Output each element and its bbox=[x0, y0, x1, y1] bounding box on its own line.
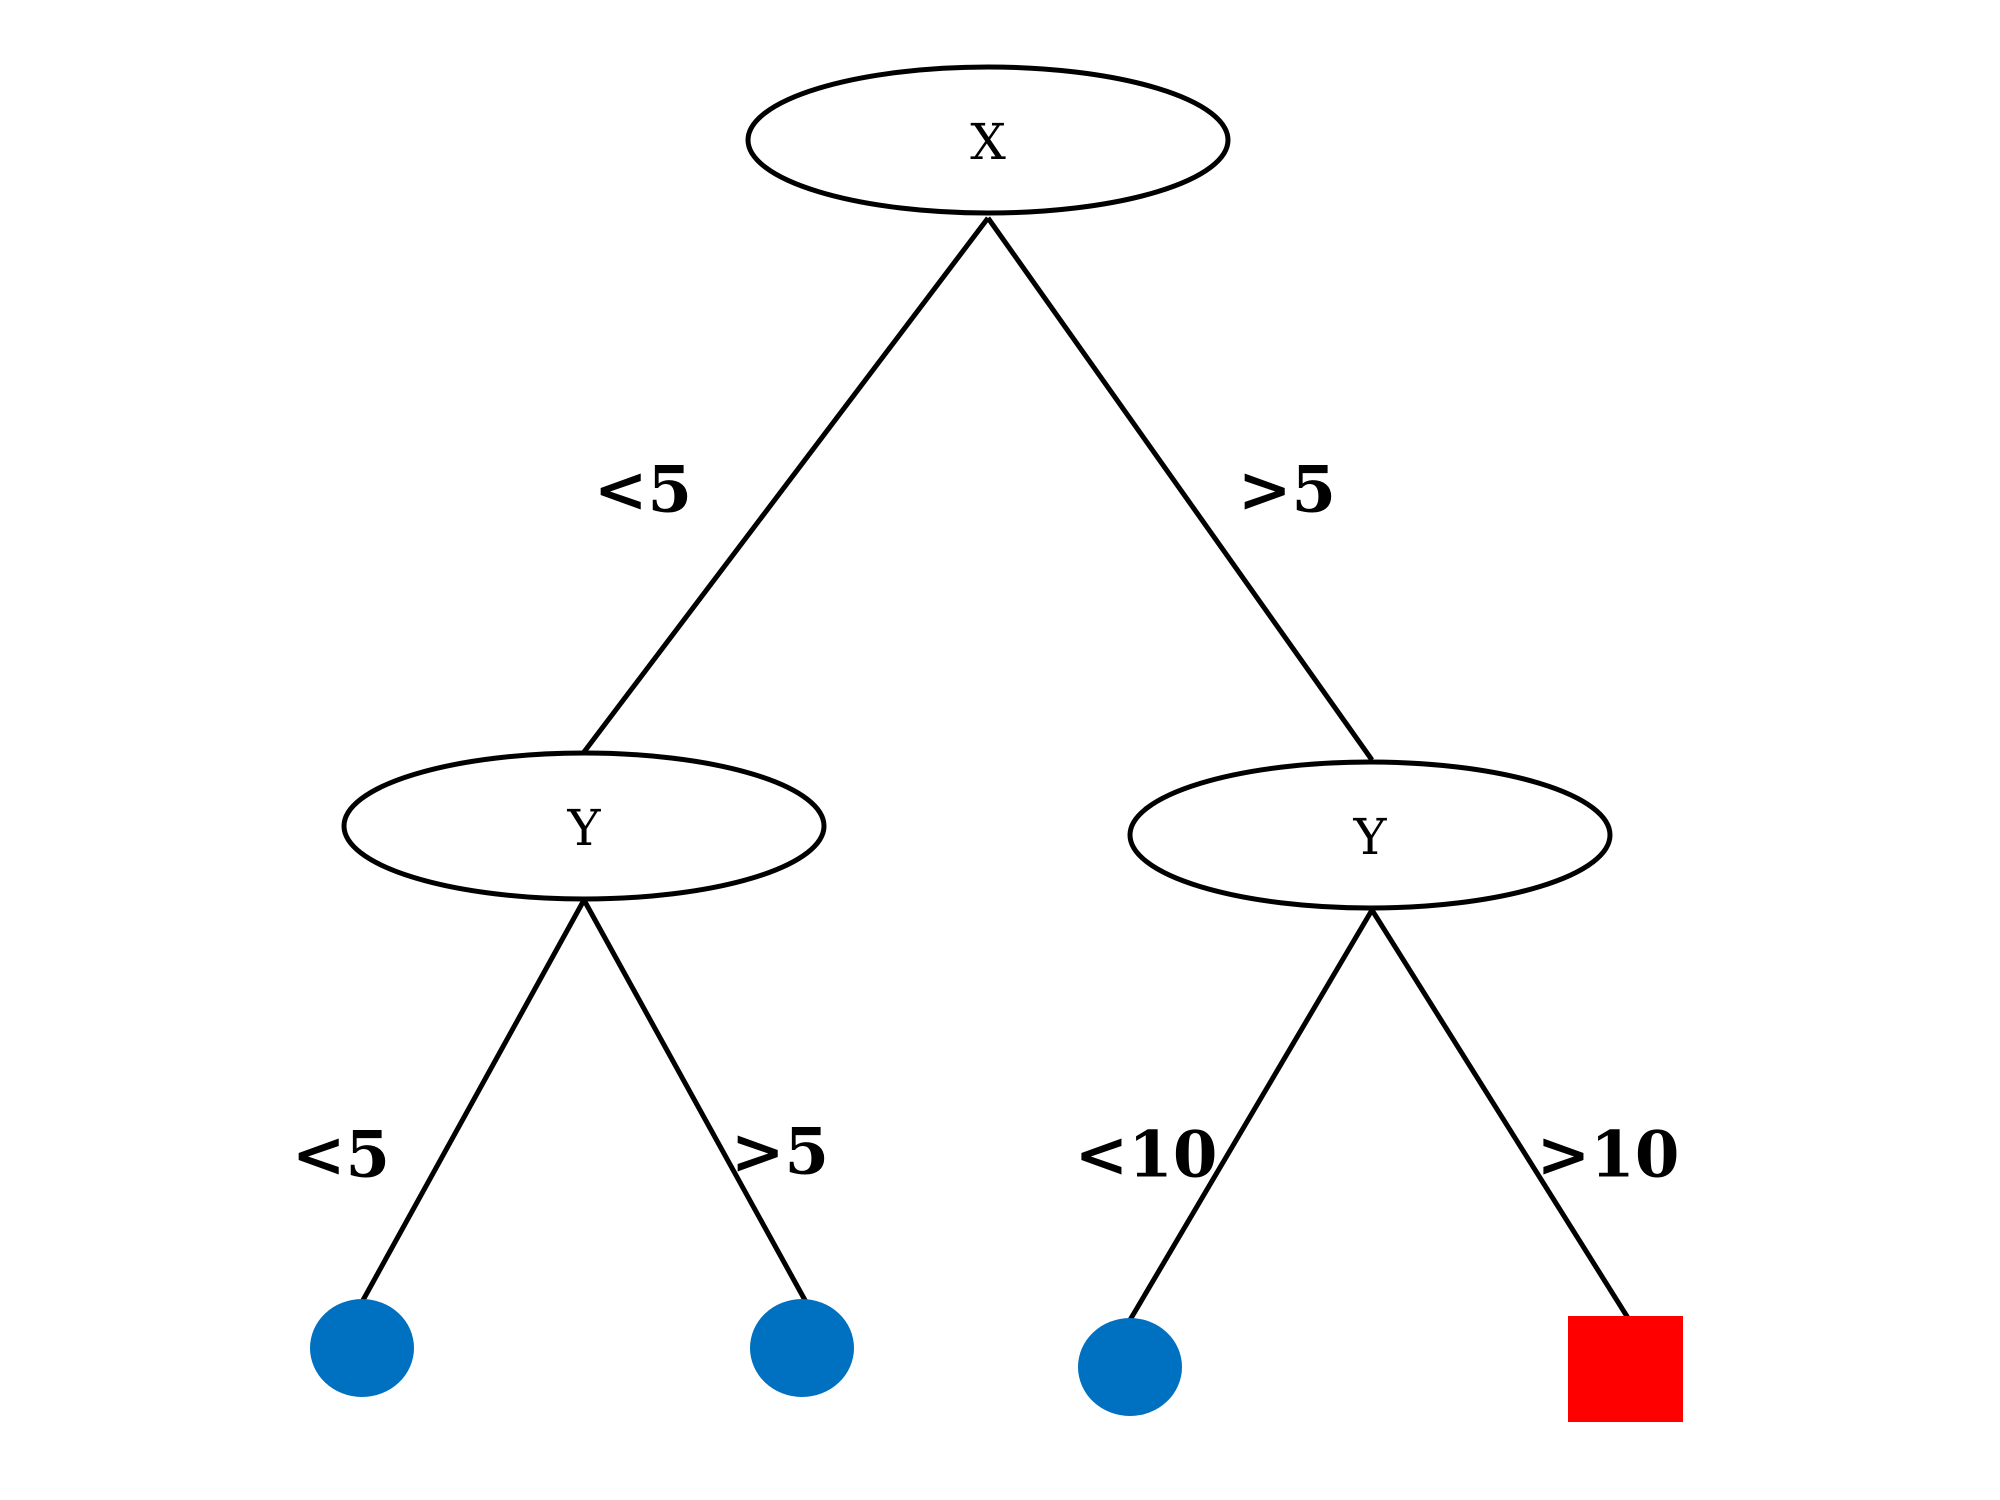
edge-root-right bbox=[985, 216, 1375, 762]
node-left-ellipse bbox=[341, 750, 827, 902]
node-right: Y bbox=[1127, 759, 1613, 911]
node-left-label: Y bbox=[566, 799, 601, 857]
node-right-ellipse bbox=[1127, 759, 1613, 911]
edge-root-left bbox=[582, 216, 990, 754]
edge-left-leaf2 bbox=[581, 898, 809, 1304]
leaf-circle bbox=[750, 1299, 854, 1397]
leaf-circle bbox=[310, 1299, 414, 1397]
leaf-circle bbox=[1078, 1318, 1182, 1416]
node-root-ellipse bbox=[745, 64, 1231, 216]
node-left: Y bbox=[341, 750, 827, 902]
edge-label-left-leaf2: >5 bbox=[731, 1115, 829, 1190]
node-right-label: Y bbox=[1352, 808, 1387, 866]
edge-left-leaf1 bbox=[359, 898, 587, 1304]
edge-right-leaf1 bbox=[1127, 908, 1375, 1322]
node-root: X bbox=[745, 64, 1231, 216]
edge-right-leaf2 bbox=[1369, 908, 1631, 1320]
edge-label-right-leaf1: <10 bbox=[1075, 1118, 1218, 1193]
edge-label-left-leaf1: <5 bbox=[292, 1118, 390, 1193]
leaf-square bbox=[1568, 1316, 1683, 1422]
edge-label-right-leaf2: >10 bbox=[1537, 1118, 1680, 1193]
edge-label-root-right: >5 bbox=[1238, 453, 1336, 528]
node-root-label: X bbox=[970, 113, 1006, 171]
edge-label-root-left: <5 bbox=[594, 453, 692, 528]
